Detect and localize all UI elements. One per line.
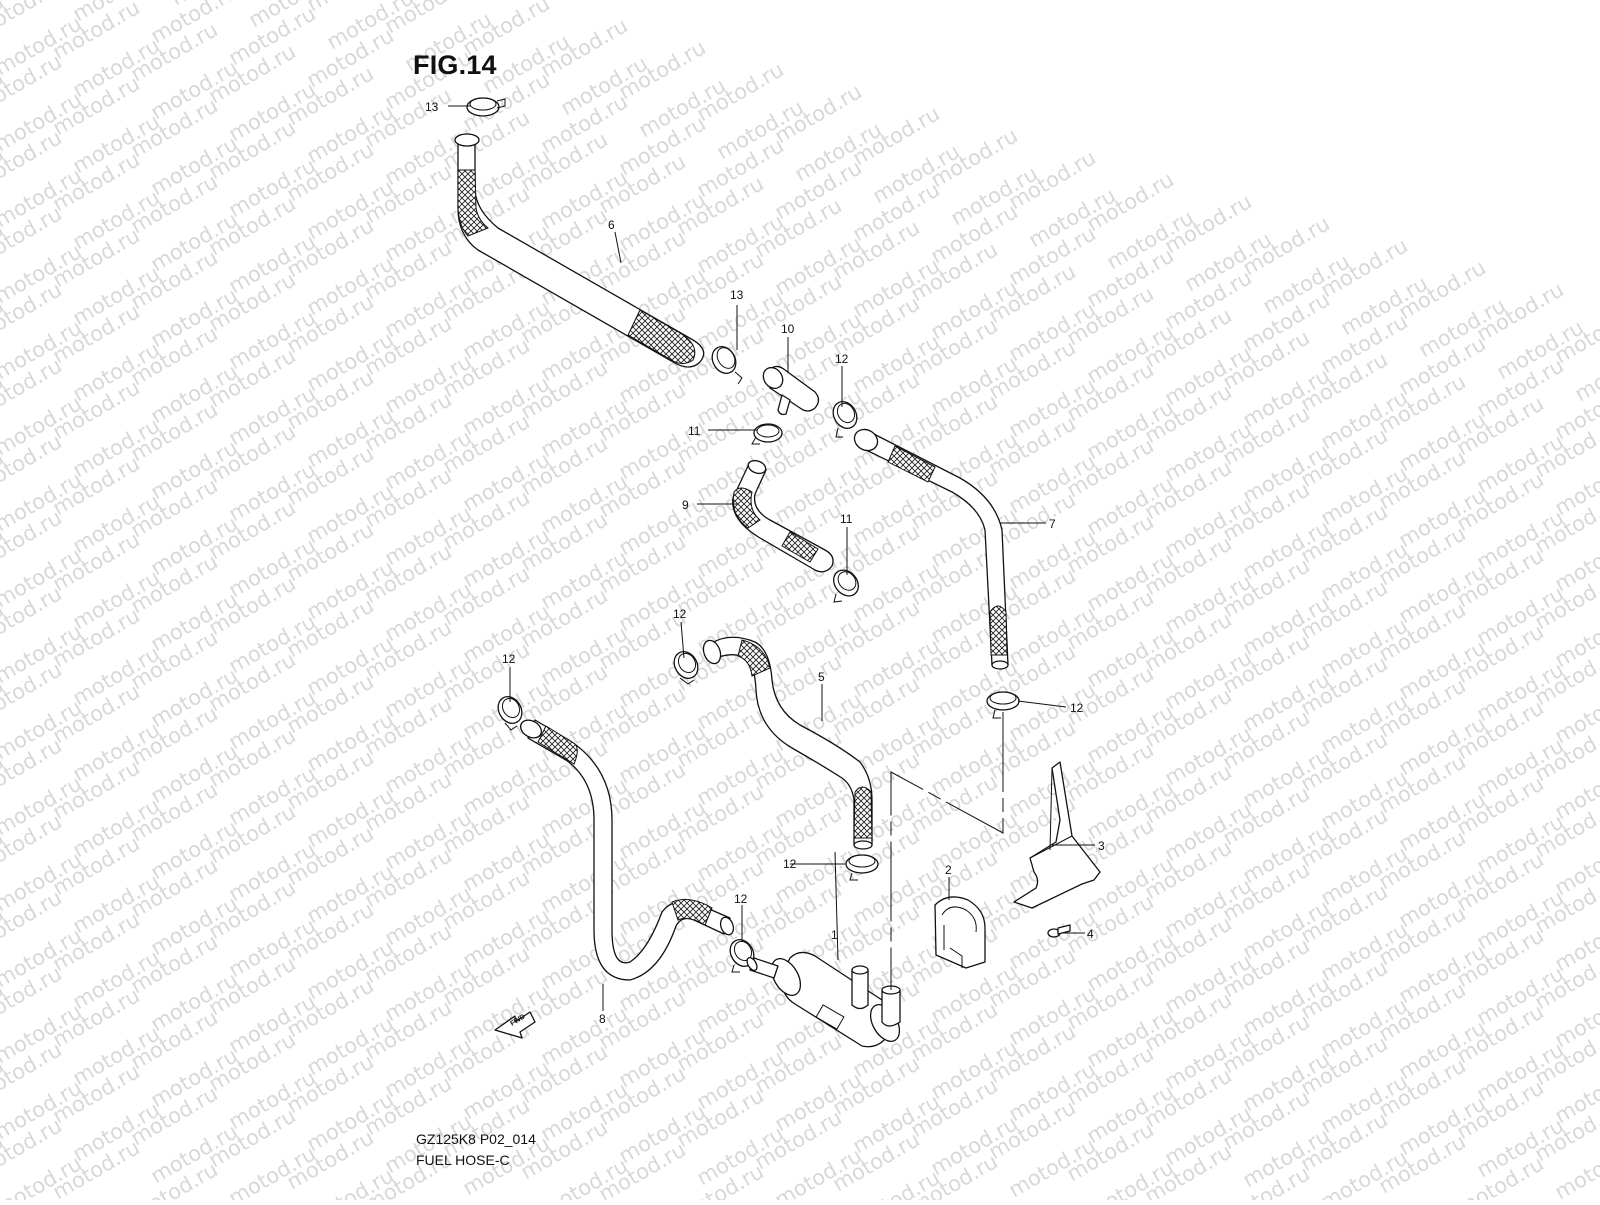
figure-title: FIG.14 <box>413 50 497 81</box>
callout-12-f: 12 <box>734 892 748 906</box>
callout-11-b: 11 <box>840 512 853 526</box>
callout-8: 8 <box>599 1012 606 1026</box>
callout-11-a: 11 <box>688 424 701 438</box>
callout-3: 3 <box>1098 839 1105 853</box>
callout-13-mid: 13 <box>730 288 744 302</box>
callout-12-d: 12 <box>1070 701 1084 715</box>
callout-12-b: 12 <box>673 607 687 621</box>
callout-7: 7 <box>1049 517 1056 531</box>
callout-2: 2 <box>945 863 952 877</box>
callout-4: 4 <box>1087 927 1094 941</box>
callout-9: 9 <box>682 498 689 512</box>
callout-5: 5 <box>818 670 825 684</box>
callout-13-top: 13 <box>425 100 439 114</box>
callout-12-a: 12 <box>835 352 849 366</box>
callout-1: 1 <box>831 928 838 942</box>
diagram-code: GZ125K8 P02_014 <box>416 1131 536 1147</box>
callout-10: 10 <box>781 322 795 336</box>
callout-12-e: 12 <box>783 857 797 871</box>
callout-12-c: 12 <box>502 652 516 666</box>
holder-2 <box>935 897 985 968</box>
diagram-name: FUEL HOSE-C <box>416 1152 510 1168</box>
callout-6: 6 <box>608 218 615 232</box>
